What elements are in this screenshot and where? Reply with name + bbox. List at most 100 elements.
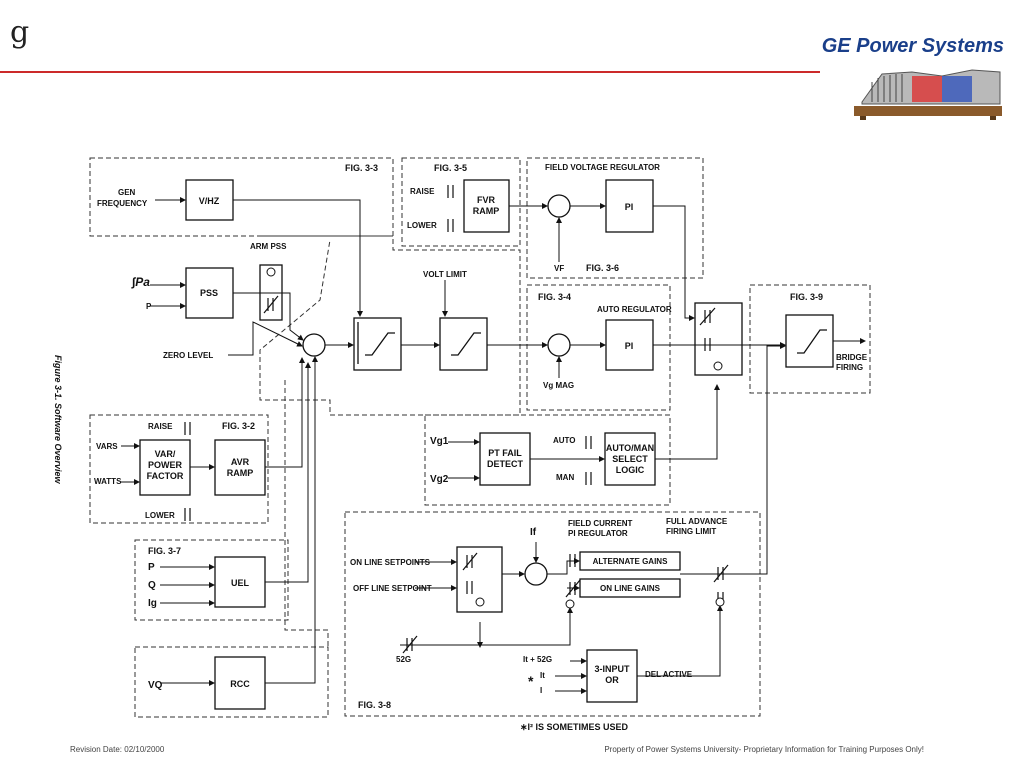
field-current-label-1: FIELD CURRENT <box>568 519 633 528</box>
rcc-label: RCC <box>230 679 250 689</box>
vars-label: VARS <box>96 442 118 451</box>
fig-3-3-lower-box <box>259 235 521 416</box>
full-advance-label-2: FIRING LIMIT <box>666 527 716 536</box>
52g-label: 52G <box>396 655 411 664</box>
integral-pa-label: ∫Pa <box>131 275 150 289</box>
p-label: P <box>146 302 152 311</box>
main-summing-junction <box>302 333 326 357</box>
figure-caption: Figure 3-1. Software Overview <box>53 355 63 485</box>
limit-block-1 <box>353 317 402 371</box>
fig-3-2-label: FIG. 3-2 <box>222 421 255 431</box>
pss-label: PSS <box>200 288 218 298</box>
uel-label: UEL <box>231 578 250 588</box>
pi-field-label: PI <box>625 202 634 212</box>
pi-auto-label: PI <box>625 341 634 351</box>
uel-block <box>214 556 266 608</box>
alt-gains-block <box>579 551 681 571</box>
ptfail-label-1: PT FAIL <box>488 448 522 458</box>
fig-3-2-box <box>89 414 269 524</box>
software-overview-diagram: FIG. 3-3 FIG. 3-5 FIG. 3-6 FIG. 3-4 FIG.… <box>53 157 871 732</box>
watts-label: WATTS <box>94 477 122 486</box>
vq-label: VQ <box>148 680 163 691</box>
vg-mag-label: Vg MAG <box>543 381 574 390</box>
arm-pss-label: ARM PSS <box>250 242 287 251</box>
ptfail-block <box>479 432 531 486</box>
fig-auto-man-box <box>424 414 671 506</box>
fig-3-6-box <box>526 157 704 279</box>
var-pf-block <box>139 439 191 496</box>
vg1-label: Vg1 <box>430 436 449 447</box>
del-active-label: DEL ACTIVE <box>645 670 693 679</box>
fig-3-3-box <box>89 157 394 237</box>
fig-3-9-box <box>749 284 871 394</box>
sometimes-used-note: ∗I² IS SOMETIMES USED <box>520 722 629 732</box>
or-input-2-label: It <box>540 671 545 680</box>
gen-freq-label-2: FREQUENCY <box>97 199 148 208</box>
man-label: MAN <box>556 473 574 482</box>
fig-3-8-box <box>344 511 761 717</box>
vhz-block <box>185 179 234 221</box>
revision-date: Revision Date: 02/10/2000 <box>70 745 165 754</box>
fig-3-7-label: FIG. 3-7 <box>148 546 181 556</box>
vg2-label: Vg2 <box>430 474 449 485</box>
raise2-label: RAISE <box>148 422 173 431</box>
auto-summing-junction <box>547 333 571 357</box>
fvr-label-2: RAMP <box>473 206 500 216</box>
ge-logo: g <box>10 15 30 50</box>
fig-3-9-label: FIG. 3-9 <box>790 292 823 302</box>
fig-3-4-box <box>526 284 671 411</box>
var-pf-label-2: POWER <box>148 460 183 470</box>
online-setpoints-label: ON LINE SETPOINTS <box>350 558 431 567</box>
fig-3-1-lower-box <box>134 646 329 718</box>
alt-gains-label: ALTERNATE GAINS <box>593 557 668 566</box>
if-label: If <box>530 527 537 538</box>
automan-label-1: AUTO/MAN <box>606 443 654 453</box>
var-pf-label-3: FACTOR <box>147 471 184 481</box>
field-current-label-2: PI REGULATOR <box>568 529 628 538</box>
bridge-limit-block <box>785 314 834 368</box>
turbine-icon <box>854 69 1002 120</box>
header-rule <box>0 71 820 73</box>
or-input-1-label: It + 52G <box>523 655 552 664</box>
field-voltage-regulator-label: FIELD VOLTAGE REGULATOR <box>545 163 660 172</box>
pi-auto-block <box>605 319 654 371</box>
online-gains-block <box>579 578 681 598</box>
fig-left-lower-boundary <box>284 380 329 647</box>
avr-ramp-label-2: RAMP <box>227 468 254 478</box>
ig-label: Ig <box>148 598 157 609</box>
fig-3-6-label: FIG. 3-6 <box>586 263 619 273</box>
fig-3-7-box <box>134 539 289 621</box>
full-advance-label-1: FULL ADVANCE <box>666 517 728 526</box>
volt-limit-block <box>439 317 488 371</box>
field-current-summing-junction <box>524 562 548 586</box>
star-label: * <box>528 673 534 689</box>
var-pf-label-1: VAR/ <box>155 449 176 459</box>
avr-ramp-label-1: AVR <box>231 457 250 467</box>
fig-3-5-box <box>401 157 521 247</box>
ptfail-label-2: DETECT <box>487 459 524 469</box>
company-name: GE Power Systems <box>821 35 1004 57</box>
bridge-firing-label-2: FIRING <box>836 363 863 372</box>
automan-block <box>604 432 656 486</box>
raise-label: RAISE <box>410 187 435 196</box>
online-gains-label: ON LINE GAINS <box>600 584 661 593</box>
three-input-label-1: 3-INPUT <box>594 664 630 674</box>
auto-label: AUTO <box>553 436 576 445</box>
lower-label: LOWER <box>407 221 437 230</box>
automan-label-3: LOGIC <box>616 465 645 475</box>
vf-label: VF <box>554 264 564 273</box>
fig-3-4-label: FIG. 3-4 <box>538 292 571 302</box>
lower2-label: LOWER <box>145 511 175 520</box>
property-notice: Property of Power Systems University- Pr… <box>604 745 924 754</box>
fvr-label-1: FVR <box>477 195 496 205</box>
auto-regulator-label: AUTO REGULATOR <box>597 305 672 314</box>
gen-freq-label-1: GEN <box>118 188 136 197</box>
q-label: Q <box>148 580 156 591</box>
bridge-firing-label-1: BRIDGE <box>836 353 868 362</box>
fig-3-3-label: FIG. 3-3 <box>345 163 378 173</box>
automan-label-2: SELECT <box>612 454 648 464</box>
three-input-label-2: OR <box>605 675 619 685</box>
volt-limit-label: VOLT LIMIT <box>423 270 467 279</box>
field-voltage-summing-junction <box>547 194 571 218</box>
or-input-3-label: I <box>540 686 542 695</box>
